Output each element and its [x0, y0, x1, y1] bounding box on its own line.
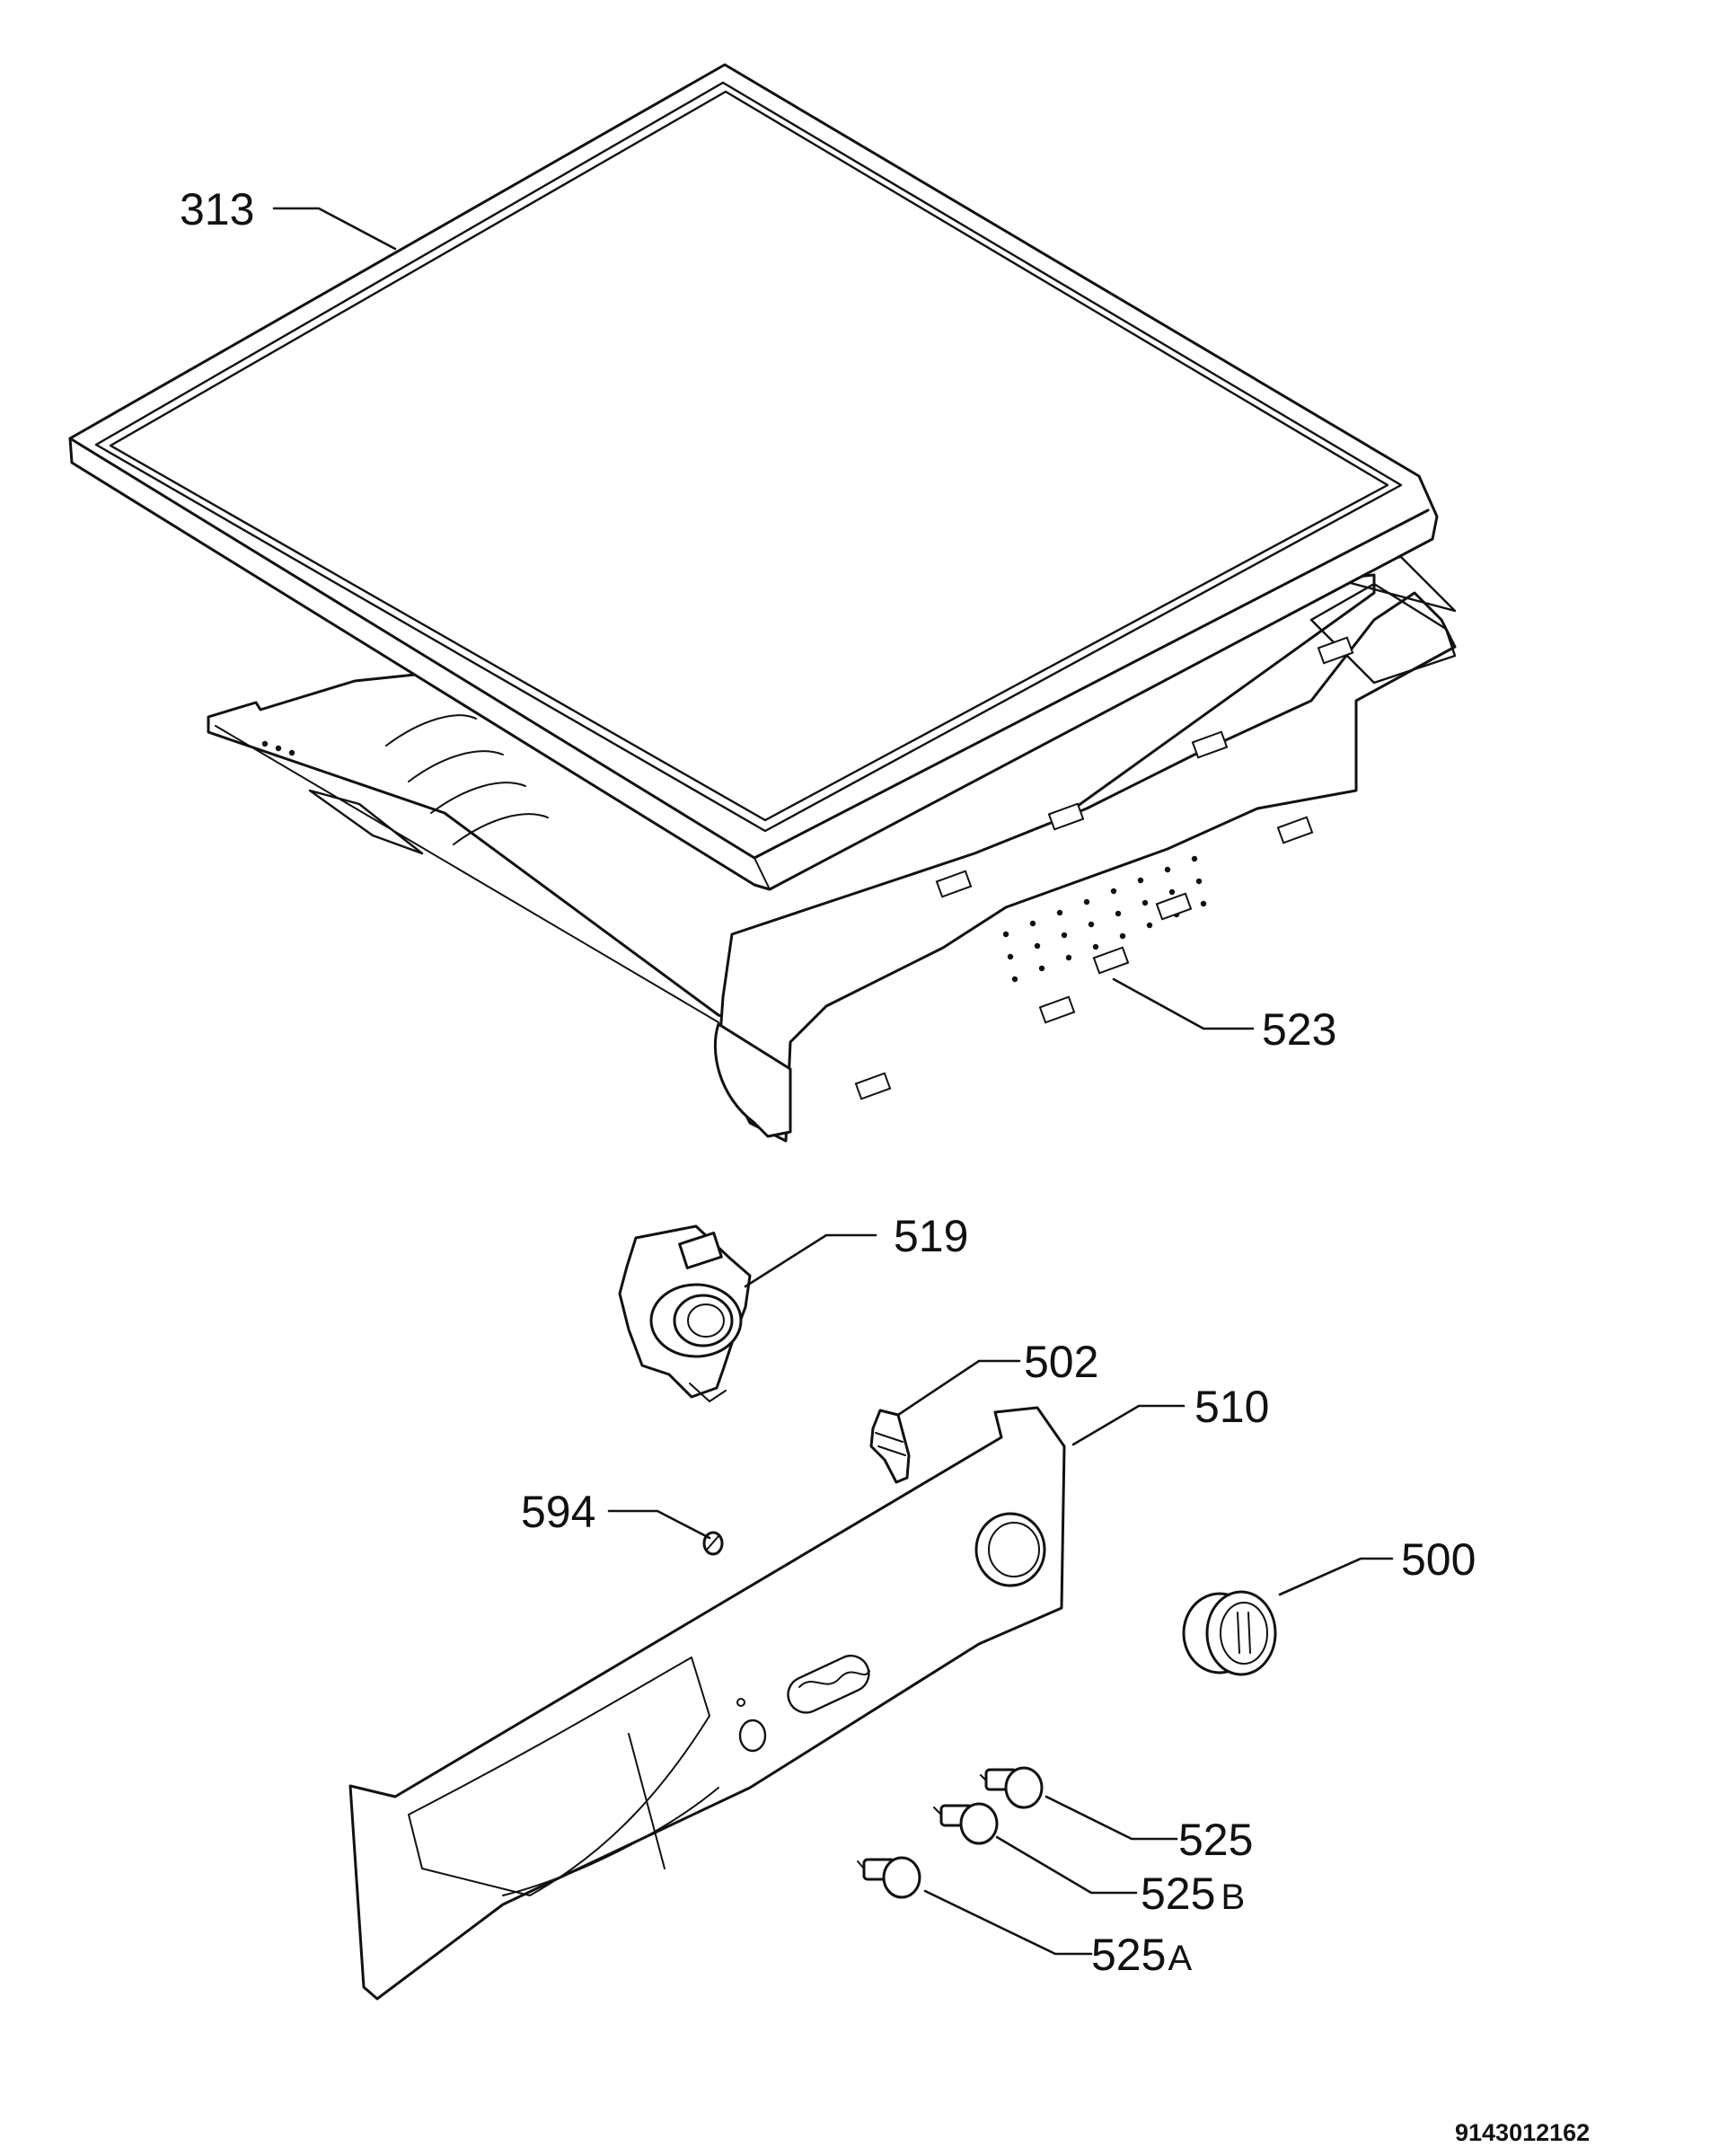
- leader-525b: [995, 1835, 1138, 1895]
- leader-519: [744, 1233, 877, 1288]
- callout-500: 500: [1401, 1534, 1476, 1585]
- leader-500: [1278, 1557, 1394, 1596]
- callout-525a-suffix: A: [1168, 1939, 1192, 1978]
- callout-525a: 525A: [1091, 1930, 1192, 1980]
- clip: [869, 1409, 911, 1484]
- callout-594: 594: [521, 1487, 595, 1537]
- callout-502: 502: [1024, 1337, 1098, 1387]
- leader-510: [1071, 1404, 1186, 1446]
- knob: [1182, 1590, 1277, 1676]
- document-number: 9143012162: [1455, 2119, 1590, 2146]
- callout-525b-number: 525: [1141, 1869, 1215, 1919]
- leader-525a: [923, 1889, 1093, 1956]
- callout-525a-number: 525: [1091, 1930, 1166, 1980]
- leader-594: [607, 1509, 711, 1540]
- callout-525b-suffix: B: [1221, 1878, 1245, 1917]
- callout-519: 519: [894, 1211, 968, 1261]
- support-bracket: [618, 1224, 752, 1402]
- leader-525: [1045, 1795, 1178, 1841]
- button-525: [980, 1766, 1044, 1809]
- front-panel: [348, 1406, 1066, 2001]
- leader-313: [272, 207, 397, 251]
- leader-502: [896, 1359, 1021, 1417]
- leader-523: [1112, 977, 1255, 1030]
- callout-313: 313: [180, 184, 254, 234]
- vent-holes: [1002, 855, 1207, 983]
- button-525a: [857, 1856, 921, 1899]
- top-cover: [68, 63, 1439, 891]
- callout-525: 525: [1178, 1815, 1253, 1865]
- leader-lines: [272, 207, 1394, 1956]
- button-525b: [933, 1802, 999, 1845]
- callout-523: 523: [1262, 1004, 1336, 1055]
- callout-510: 510: [1194, 1382, 1269, 1432]
